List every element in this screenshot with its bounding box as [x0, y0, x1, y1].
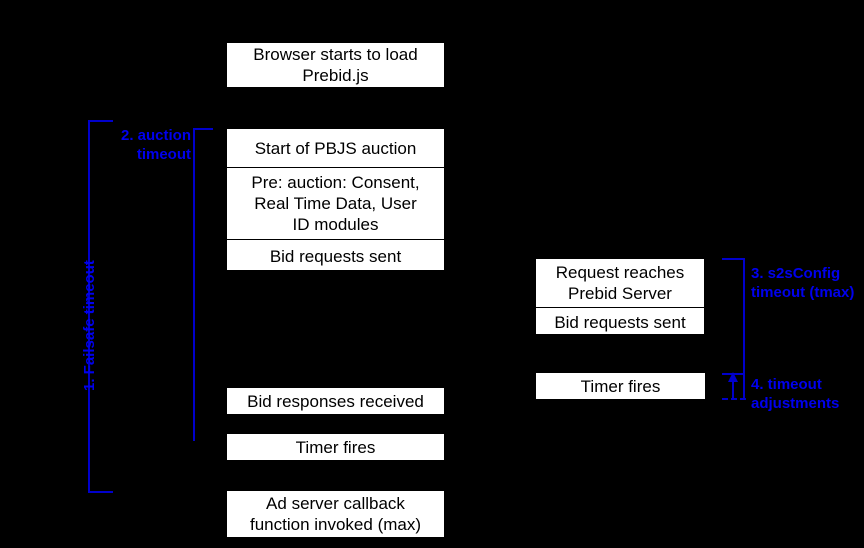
- ad-server-callback-box: Ad server callback function invoked (max…: [226, 490, 445, 538]
- failsafe-bracket-bottom: [88, 491, 113, 493]
- ad-server-callback-label: Ad server callback function invoked (max…: [249, 494, 422, 534]
- server-timer-fires-label: Timer fires: [580, 376, 661, 396]
- start-of-pbjs-auction-row: Start of PBJS auction: [227, 129, 444, 167]
- auction-timeout-label: 2. auction timeout: [120, 127, 191, 163]
- auction-timeout-bracket-stem: [193, 128, 195, 441]
- server-bid-requests-sent-label: Bid requests sent: [554, 312, 686, 332]
- bid-responses-received-label: Bid responses received: [247, 391, 424, 411]
- auction-timeout-bracket-top: [193, 128, 213, 130]
- start-of-pbjs-auction-label: Start of PBJS auction: [254, 138, 417, 158]
- request-reaches-server-label: Request reaches Prebid Server: [555, 263, 685, 303]
- server-bid-requests-sent-row: Bid requests sent: [536, 307, 704, 336]
- failsafe-bracket-stem: [88, 120, 90, 493]
- pbjs-auction-group: Start of PBJS auction Pre: auction: Cons…: [226, 128, 445, 271]
- timeout-adjustments-label: 4. timeout adjustments: [751, 376, 840, 412]
- failsafe-bracket-top: [88, 120, 113, 122]
- pre-auction-modules-label: Pre: auction: Consent, Real Time Data, U…: [251, 173, 420, 234]
- server-timer-fires-box: Timer fires: [535, 372, 706, 400]
- client-timer-fires-box: Timer fires: [226, 433, 445, 461]
- s2sconfig-bracket-top: [722, 258, 745, 260]
- pre-auction-modules-row: Pre: auction: Consent, Real Time Data, U…: [227, 167, 444, 239]
- s2sconfig-bracket-stem: [743, 258, 745, 375]
- client-bid-requests-sent-label: Bid requests sent: [269, 246, 402, 266]
- timeout-adjustments-arrow-icon: [728, 372, 738, 400]
- browser-load-prebid-label: Browser starts to load Prebid.js: [253, 45, 418, 85]
- failsafe-timeout-label: 1. Failsafe timeout: [81, 260, 98, 391]
- client-timer-fires-label: Timer fires: [295, 437, 376, 457]
- timeout-adjustments-bracket-stem: [743, 375, 745, 400]
- browser-load-prebid-box: Browser starts to load Prebid.js: [226, 42, 445, 88]
- bid-responses-received-box: Bid responses received: [226, 387, 445, 415]
- client-bid-requests-sent-row: Bid requests sent: [227, 239, 444, 272]
- prebid-server-group: Request reaches Prebid Server Bid reques…: [535, 258, 705, 335]
- s2sconfig-timeout-label: 3. s2sConfig timeout (tmax): [751, 265, 855, 301]
- request-reaches-server-row: Request reaches Prebid Server: [536, 259, 704, 307]
